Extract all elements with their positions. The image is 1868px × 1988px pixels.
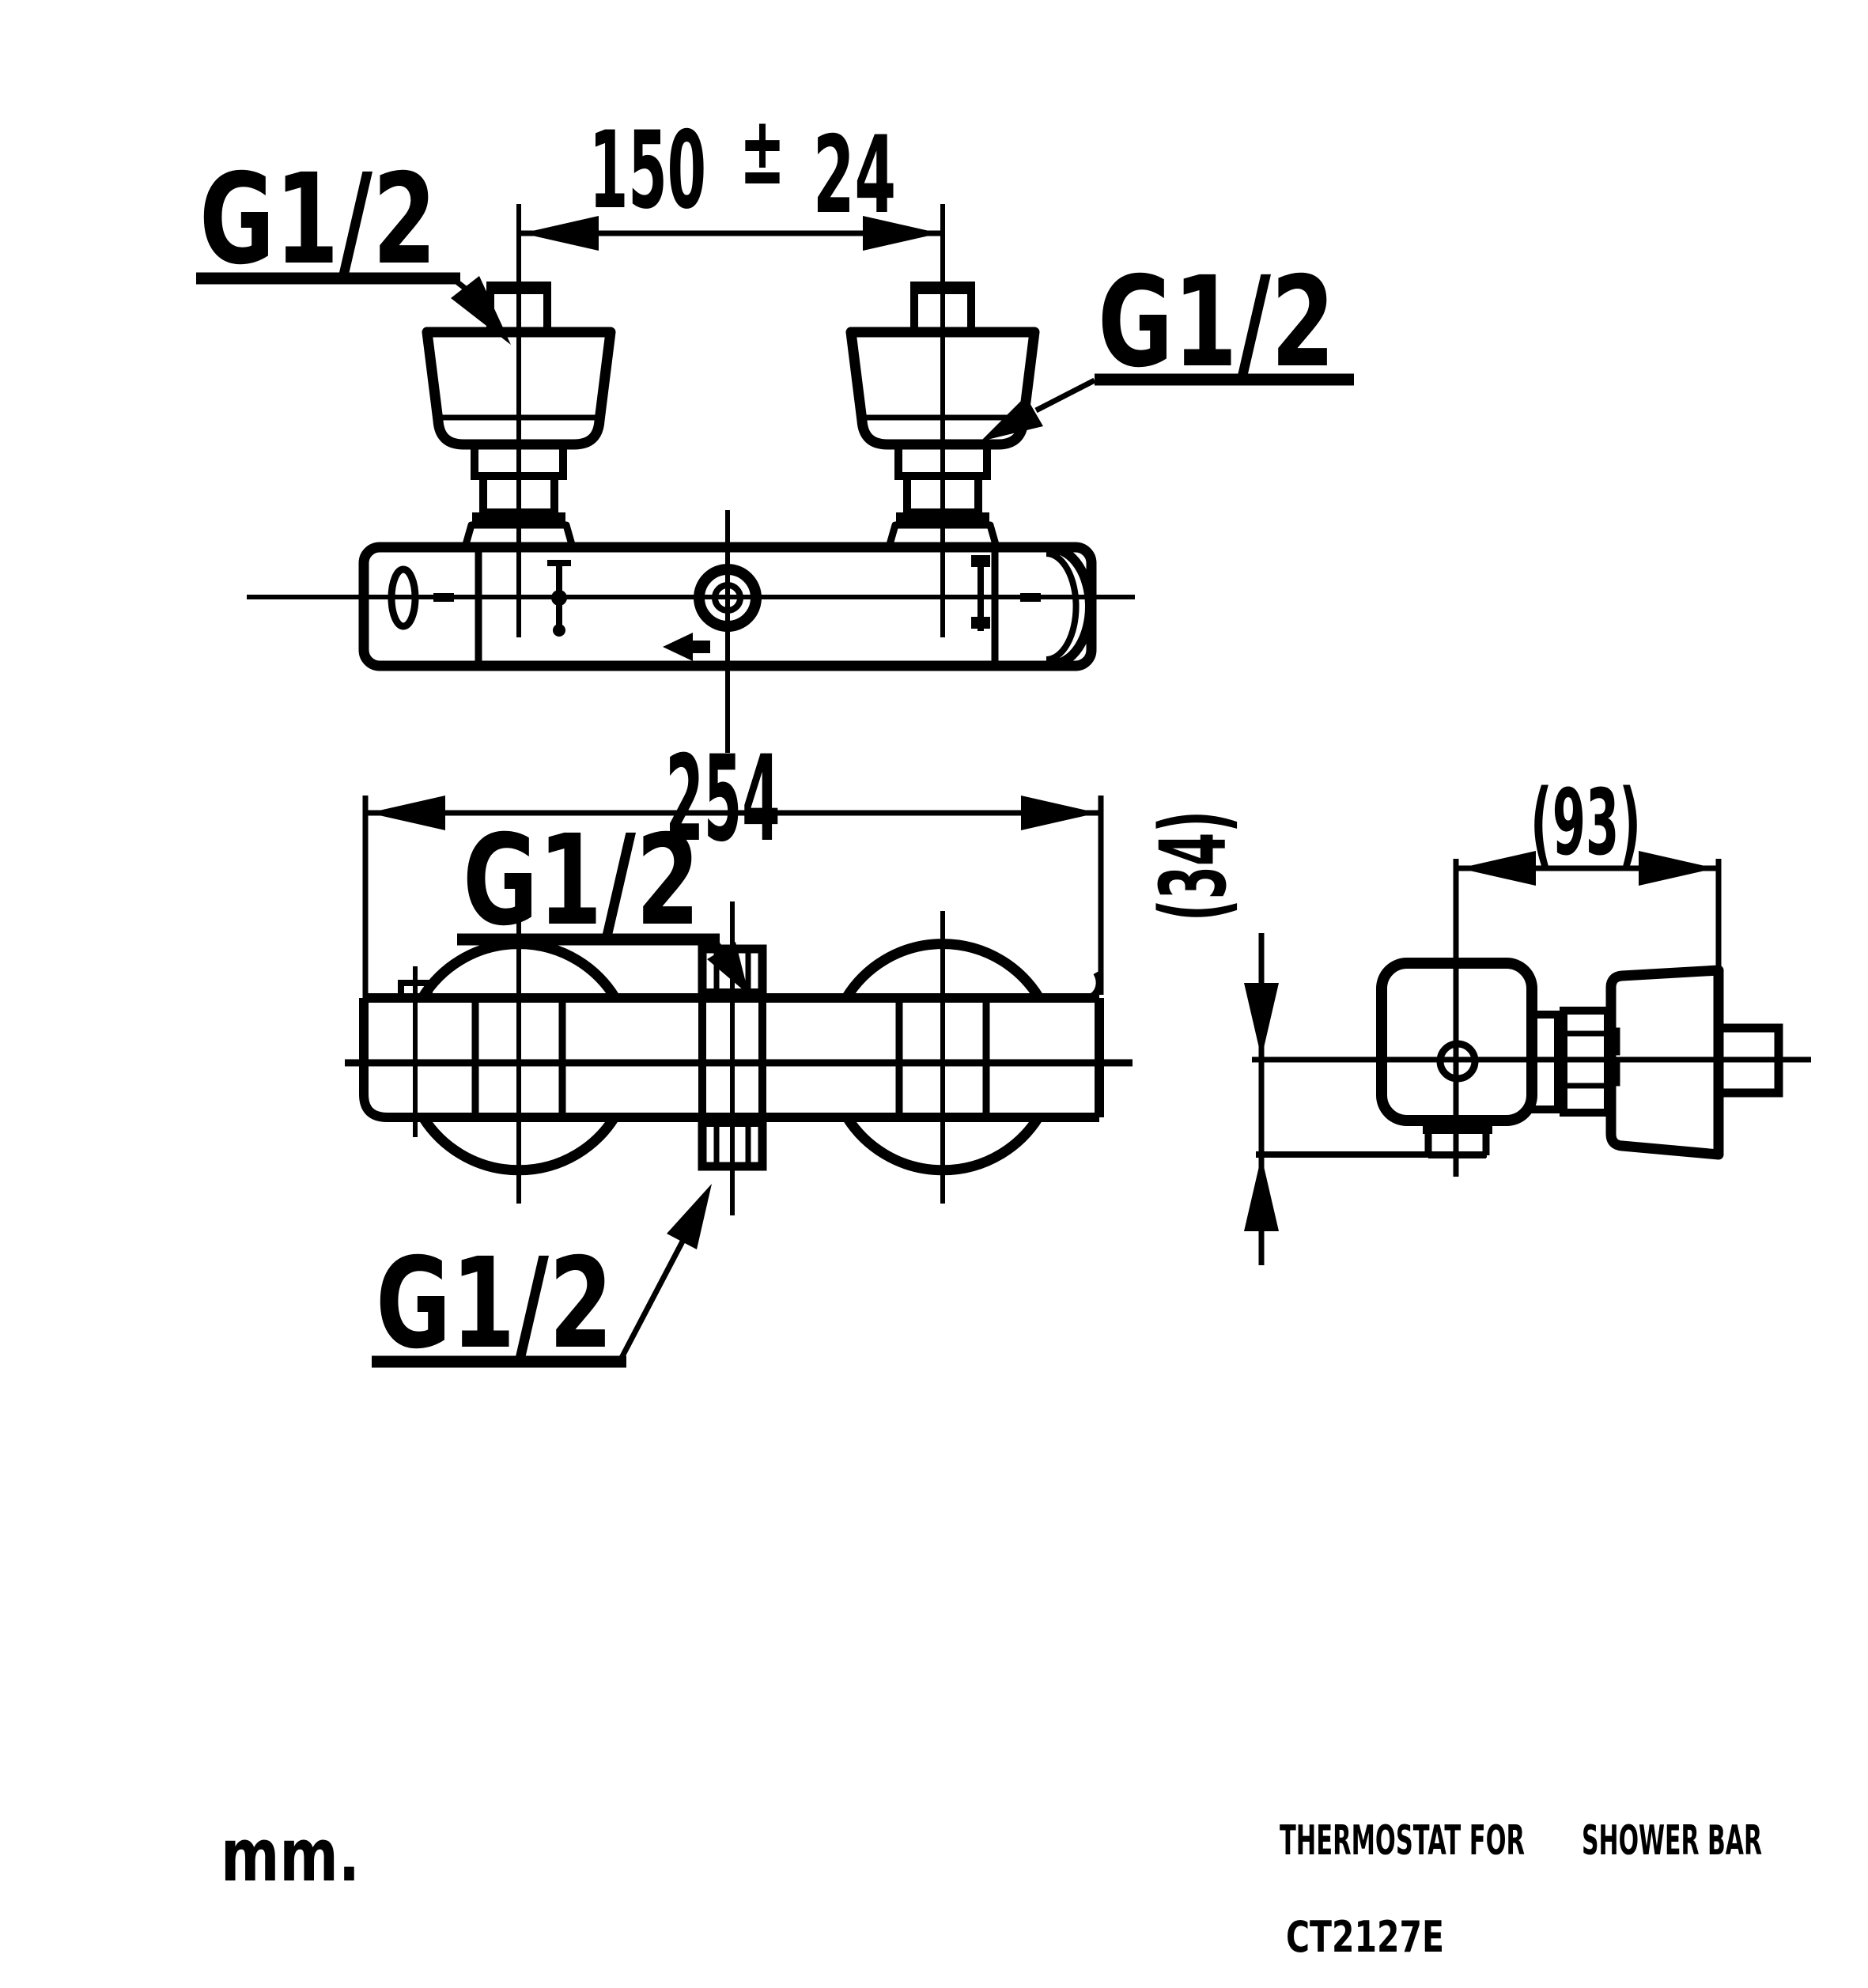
dim-center-distance-value: 150: [589, 108, 706, 232]
thread-label-plan-bottom: G1/2: [376, 1231, 613, 1377]
control-knob-outline: [1605, 965, 1724, 1160]
index-bottom-dot: [553, 624, 565, 637]
left-end-slot: [388, 565, 419, 630]
front-right-connector: [845, 282, 1040, 551]
title-block: mm. THERMOSTAT FOR SHOWER BAR CT2127E: [221, 1813, 1762, 1962]
centerline-tick-right: [1020, 593, 1041, 602]
end-cap-inner-arc: [1046, 550, 1080, 663]
right-knurl-marks: [971, 555, 990, 631]
product-name-part2: SHOWER BAR: [1582, 1817, 1762, 1865]
leader-line-plan-bottom: [618, 1238, 686, 1359]
dimension-arrowhead-93-right: [1639, 851, 1715, 886]
side-center-port: [1436, 1040, 1479, 1083]
side-bottom-foot: [1423, 1121, 1492, 1158]
plan-bar-right-lip: [1087, 970, 1102, 1001]
dim-center-distance-tol-sign: ±: [739, 96, 785, 206]
center-outlet-ring: [693, 563, 762, 633]
side-view: (93) (34): [1141, 770, 1811, 1265]
knob-adapter-collar: [1528, 1011, 1562, 1113]
foot-flange: [1423, 1121, 1492, 1134]
product-name-part1: THERMOSTAT FOR: [1280, 1817, 1525, 1865]
knurl-top-block: [971, 555, 990, 567]
temperature-index-marker: [547, 560, 571, 637]
centerline-tick-left: [433, 593, 454, 602]
right-union-cup: [845, 327, 1040, 450]
leader-line-front-left: [450, 276, 469, 292]
dimension-arrowhead-254-right: [1021, 796, 1098, 830]
flow-direction-arrow-icon: [663, 633, 710, 661]
right-escutcheon-bottom-arc: [842, 1114, 1043, 1176]
leader-line-front-right: [1034, 377, 1096, 414]
index-center-dot: [551, 590, 567, 606]
side-outlet-stub: [1714, 1023, 1783, 1098]
dimension-arrowhead-34-bottom: [1244, 1156, 1279, 1231]
units-label: mm.: [221, 1813, 360, 1898]
front-left-connector: [422, 282, 616, 551]
left-union-cup: [422, 327, 616, 450]
leader-line-plan-top: [713, 939, 725, 954]
end-cap-outer-arc: [1051, 544, 1095, 669]
left-escutcheon-bottom-arc: [418, 1114, 619, 1176]
dim-overall-width: 254: [666, 731, 781, 868]
top-nut-flange: [699, 988, 766, 998]
knurl-bottom-block: [971, 617, 990, 629]
dim-center-height: (34): [1141, 811, 1247, 921]
dimension-arrowhead-254-left: [369, 796, 445, 830]
bottom-outlet-nut: [698, 1113, 767, 1171]
model-code: CT2127E: [1286, 1912, 1444, 1962]
leader-arrowhead-plan-bottom: [667, 1184, 712, 1249]
dimension-arrowhead-34-top: [1244, 983, 1279, 1058]
right-escutcheon-top-arc: [841, 939, 1044, 1001]
dimension-arrowhead-left: [522, 216, 599, 251]
thread-label-plan-top: G1/2: [463, 808, 700, 954]
front-view: 150 ± 24 G1/2 G1/2: [196, 96, 1354, 753]
leader-arrowhead-plan-top: [707, 942, 749, 995]
dimension-arrowhead-93-left: [1459, 851, 1536, 886]
thread-label-front-left: G1/2: [199, 147, 437, 293]
dimension-arrowhead-right: [863, 216, 940, 251]
dim-overall-depth: (93): [1530, 770, 1641, 876]
bottom-nut-flange: [699, 1117, 766, 1127]
thread-label-front-right: G1/2: [1098, 250, 1335, 395]
plan-bar-left-bottom-edge: [359, 998, 1099, 1122]
dim-center-distance-tol: 24: [813, 113, 896, 237]
plan-view: 254: [345, 731, 1133, 1377]
